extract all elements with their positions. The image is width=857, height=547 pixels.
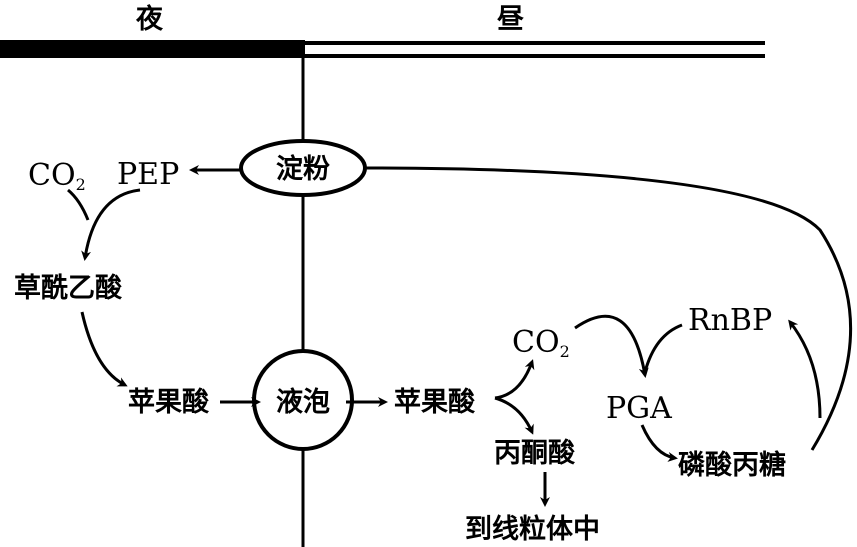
pyruvate-label: 丙酮酸 xyxy=(494,438,576,469)
oxaloacetate-to-malate-arrow xyxy=(80,311,128,387)
triose-phosphate-label: 磷酸丙糖 xyxy=(678,449,786,481)
to-mitochondria-label: 到线粒体中 xyxy=(465,514,600,545)
day-label: 昼 xyxy=(497,4,524,35)
co2-to-pga-arrow xyxy=(574,314,649,378)
starch-label: 淀粉 xyxy=(276,153,330,185)
triose-to-starch-line xyxy=(364,166,852,451)
pep-to-oxaloacetate-arrow xyxy=(81,188,141,261)
co2-left-label: CO2 xyxy=(28,158,86,194)
night-label: 夜 xyxy=(135,3,164,35)
pga-to-triose-arrow xyxy=(640,424,678,462)
malate-right-label: 苹果酸 xyxy=(394,387,476,418)
rubp-label: RnBP xyxy=(688,303,772,338)
co2-join-line xyxy=(67,188,90,221)
malate-to-pyruvate-arrow xyxy=(494,396,534,435)
rubp-to-pga-line xyxy=(643,323,683,373)
malate-to-co2-arrow xyxy=(494,359,535,400)
pep-label: PEP xyxy=(117,157,179,192)
co2-right-label: CO2 xyxy=(512,325,570,361)
malate-left-label: 苹果酸 xyxy=(128,387,210,418)
triose-to-rubp-arrow xyxy=(788,319,822,419)
night-bar xyxy=(0,40,305,58)
oxaloacetate-label: 草酰乙酸 xyxy=(14,273,123,304)
pga-label: PGA xyxy=(606,391,672,426)
vacuole-label: 液泡 xyxy=(276,386,330,418)
